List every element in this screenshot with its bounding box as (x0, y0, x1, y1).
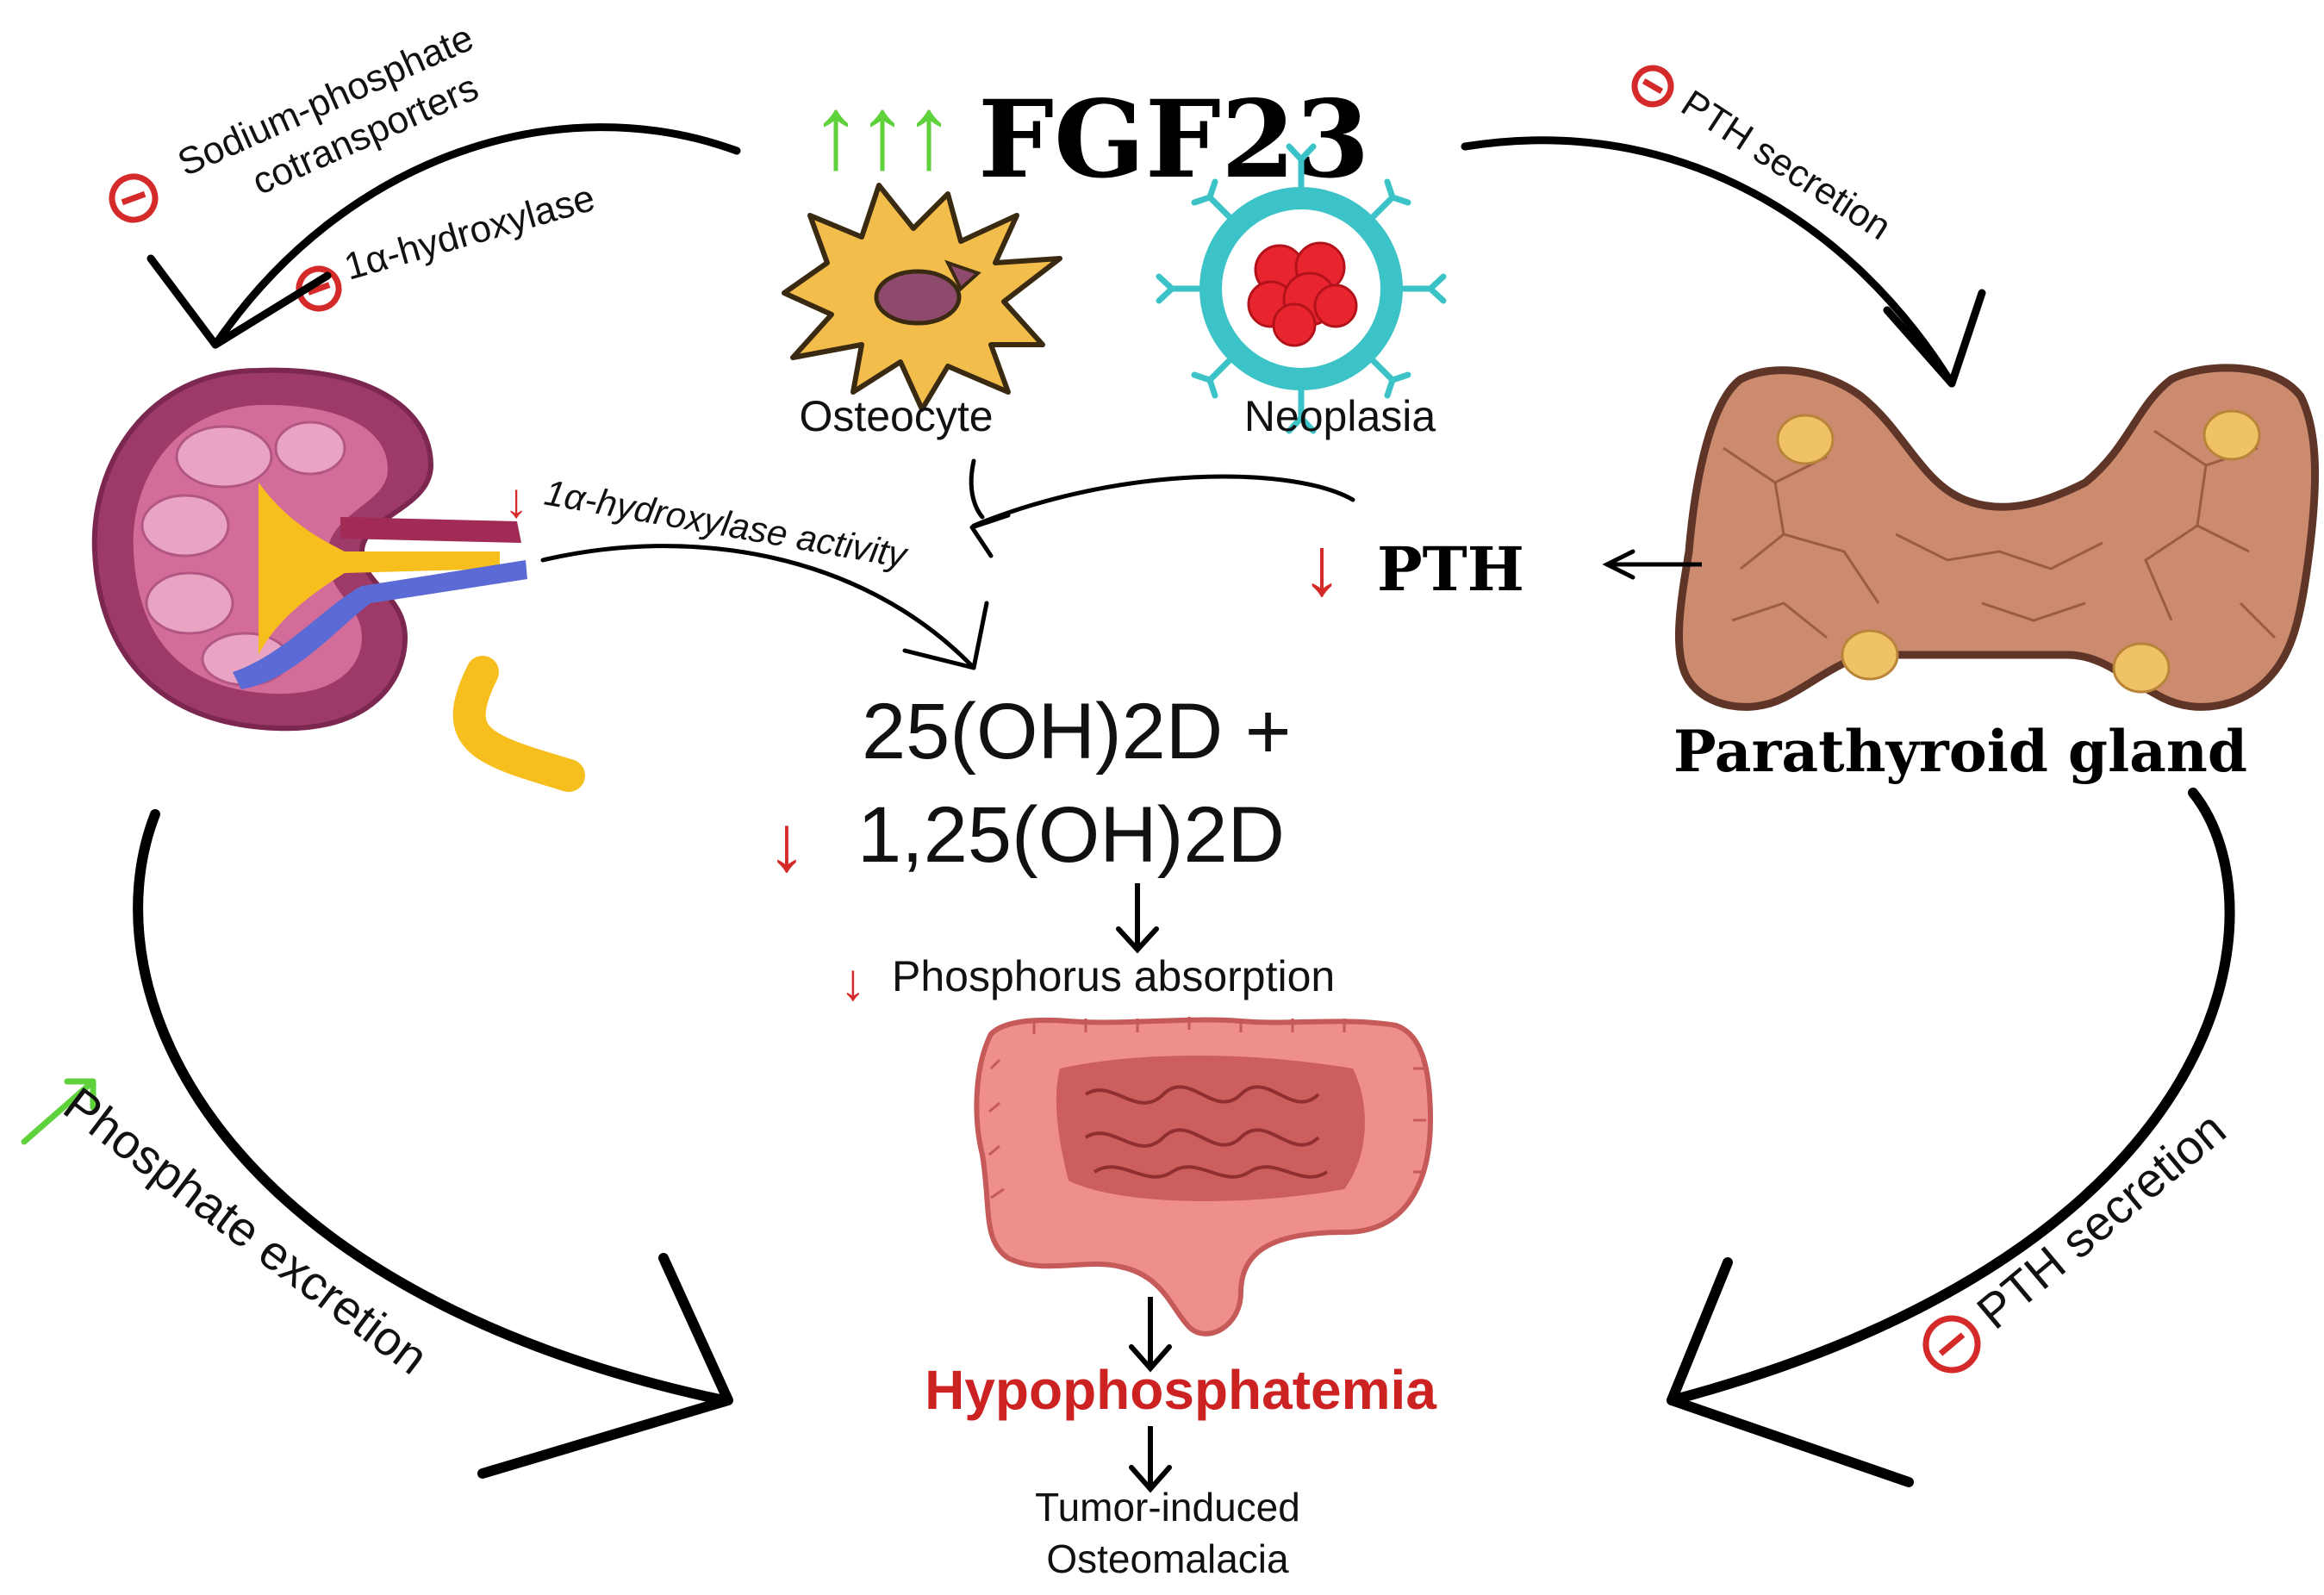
pth-to-hydroxylase-arrow (969, 458, 1355, 558)
hypophosphatemia-label: Hypophosphatemia (925, 1359, 1436, 1421)
hydroxylase-decrease-arrow: ↓ (504, 473, 528, 527)
kidney-to-hypophosphatemia-arrow (133, 809, 733, 1479)
phosphate-increase-icon (21, 1078, 97, 1145)
vitamin-d-to-phosphorus-arrow (1116, 883, 1159, 954)
osteocyte-label: Osteocyte (799, 392, 993, 440)
neoplasia-label: Neoplasia (1244, 392, 1436, 440)
parathyroid-inhibit-icon (1631, 65, 1674, 108)
parathyroid-to-hypophosphatemia-arrow (1667, 788, 2235, 1487)
intestine-to-hypophosphatemia-arrow (1129, 1297, 1172, 1373)
vitamin-d-line1: 25(OH)2D + (862, 688, 1292, 776)
fgf23-to-parathyroid-arrow (1461, 136, 1986, 388)
pth-secretion-bottom-inhibit-icon (1922, 1315, 1981, 1374)
increase-arrows: ↑↑↑ (810, 75, 950, 190)
pth-secretion-top-label: PTH secretion (1674, 82, 1898, 248)
phosphate-excretion-label: Phosphate excretion (54, 1076, 439, 1385)
parathyroid-label: Parathyroid gland (1673, 718, 2247, 785)
osteocyte-illustration (782, 183, 1062, 412)
kidney-illustration (91, 367, 585, 792)
hydroxylase-activity-label: 1α-hydroxylase activity (541, 472, 912, 576)
vitamin-d-line2: 1,25(OH)2D (857, 791, 1285, 879)
pth-label: PTH (1377, 533, 1524, 605)
vitamin-d-decrease-arrow: ↓ (767, 800, 807, 888)
parathyroid-illustration (1675, 364, 2320, 711)
outcome-line1: Tumor-induced (1035, 1485, 1300, 1530)
fgf23-title: FGF23 (978, 78, 1370, 202)
hypophosphatemia-to-outcome-arrow (1129, 1426, 1172, 1493)
kidney-to-vitamin-d-arrow (540, 544, 989, 670)
intestine-illustration (974, 1017, 1434, 1336)
phosphorus-absorption-label: Phosphorus absorption (892, 952, 1335, 1000)
kidney-inhibit-icons (109, 173, 342, 312)
phosphorus-decrease-arrow: ↓ (840, 953, 866, 1011)
fgf23-header: ↑↑↑ FGF23 (810, 75, 1370, 202)
pth-secretion-bottom-label: PTH secretion (1966, 1101, 2235, 1339)
parathyroid-to-pth-arrow (1602, 549, 1702, 580)
outcome-line2: Osteomalacia (1046, 1536, 1289, 1581)
fgf23-to-kidney-arrow (146, 123, 741, 349)
neoplasia-illustration (1156, 143, 1447, 434)
pth-decrease-arrow: ↓ (1301, 520, 1343, 613)
